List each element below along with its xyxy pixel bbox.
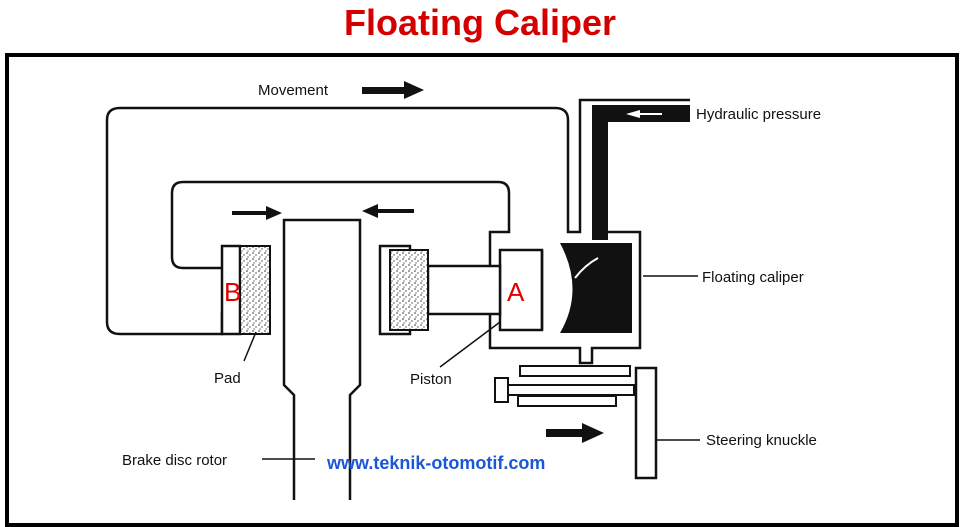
- pad-label: Pad: [214, 370, 241, 387]
- page-title: Floating Caliper: [343, 2, 617, 43]
- floating-caliper-label: Floating caliper: [702, 269, 804, 286]
- left-pad-lining: [239, 245, 271, 335]
- mount-bracket: [519, 365, 631, 377]
- piston: [498, 248, 544, 332]
- steering-knuckle-label: Steering knuckle: [706, 432, 817, 449]
- cylinder-housing: [488, 230, 642, 365]
- movement-arrow: [362, 87, 406, 94]
- brake-disc-rotor-label: Brake disc rotor: [122, 452, 227, 469]
- right-pad-lining: [389, 249, 429, 331]
- caliper-inner-outline: [170, 180, 511, 270]
- piston-label: Piston: [410, 371, 452, 388]
- piston-rod: [426, 264, 502, 316]
- steering-knuckle: [634, 366, 658, 480]
- hydraulic-line: [592, 105, 690, 240]
- marker-a: A: [507, 277, 525, 307]
- diagram-frame: [5, 53, 959, 527]
- fluid-chamber: [560, 243, 632, 333]
- knuckle-arrow: [546, 429, 584, 437]
- hydraulic-pressure-label: Hydraulic pressure: [696, 106, 821, 123]
- caliper-outer-outline: [105, 98, 690, 336]
- marker-b: B: [224, 277, 241, 307]
- movement-label: Movement: [258, 82, 329, 99]
- watermark-url: www.teknik-otomotif.com: [326, 453, 545, 473]
- brake-disc-rotor: [282, 218, 362, 500]
- guide-pin: [494, 377, 509, 403]
